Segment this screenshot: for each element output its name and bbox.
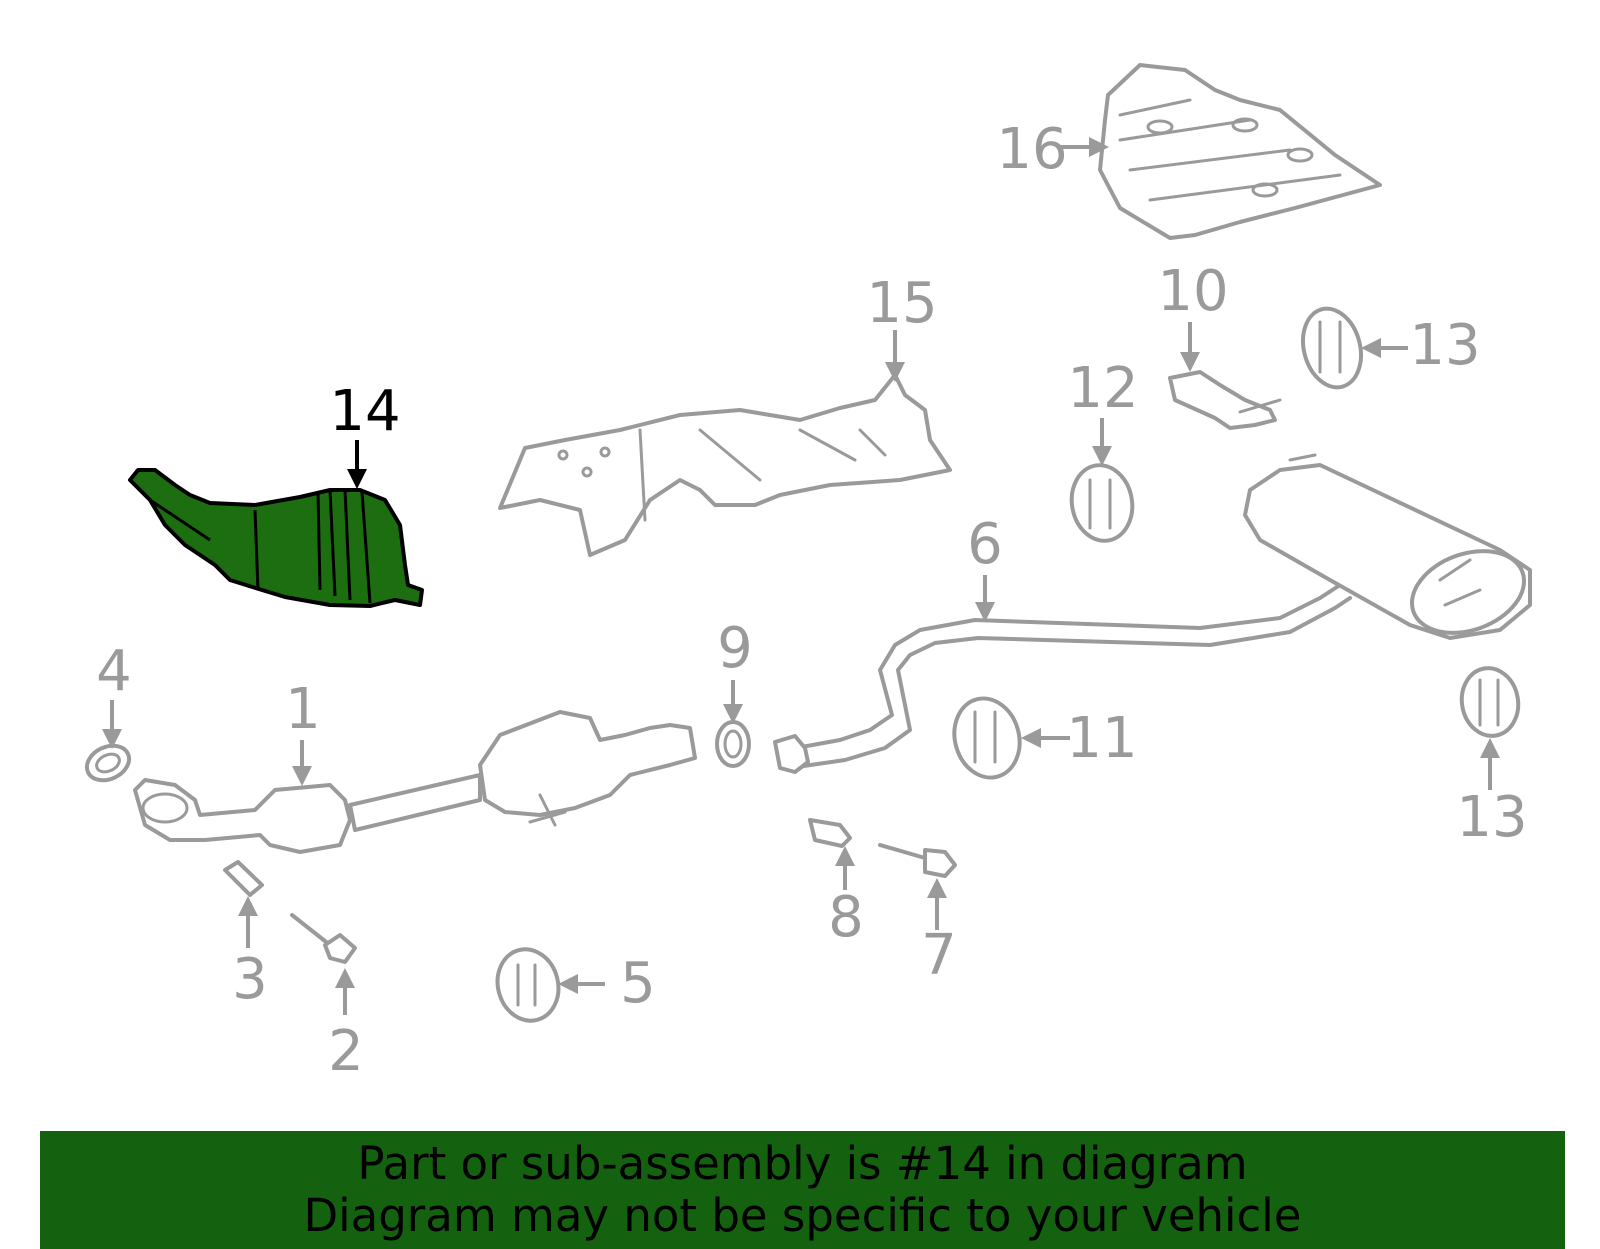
part-info-banner: Part or sub-assembly is #14 in diagram D… — [40, 1131, 1565, 1249]
heat-shield-part-14 — [128, 468, 424, 608]
callout-arrows — [102, 137, 1500, 1015]
callout-13-lower: 13 — [1456, 785, 1527, 850]
stud-3 — [223, 860, 264, 897]
banner-line-2: Diagram may not be specific to your vehi… — [303, 1189, 1302, 1242]
heat-shield-center — [498, 373, 952, 557]
front-pipe-converter — [133, 710, 697, 854]
callout-16: 16 — [996, 117, 1067, 182]
callout-9: 9 — [717, 616, 753, 681]
callout-10: 10 — [1157, 259, 1228, 324]
callout-4: 4 — [96, 639, 132, 704]
callout-13-upper: 13 — [1409, 313, 1480, 378]
callout-11: 11 — [1066, 706, 1137, 771]
callout-14: 14 — [329, 379, 400, 444]
callout-15: 15 — [866, 271, 937, 336]
callout-8: 8 — [828, 885, 864, 950]
bracket-10 — [1168, 370, 1282, 430]
banner-line-1: Part or sub-assembly is #14 in diagram — [357, 1137, 1248, 1190]
bolt-2 — [290, 913, 357, 964]
callout-5: 5 — [620, 951, 656, 1016]
stud-8 — [808, 818, 852, 848]
hanger-13-lower — [1459, 666, 1521, 738]
callout-12: 12 — [1067, 356, 1138, 421]
tail-pipe-muffler — [773, 453, 1532, 774]
hanger-5 — [495, 947, 561, 1023]
callout-3: 3 — [232, 947, 268, 1012]
callout-7: 7 — [921, 923, 957, 988]
callout-1: 1 — [285, 677, 321, 742]
bolt-7 — [878, 843, 957, 878]
hanger-12 — [1069, 463, 1135, 543]
heat-shield-rear — [1098, 63, 1382, 240]
callout-2: 2 — [328, 1019, 364, 1084]
hanger-11 — [952, 696, 1022, 780]
callout-6: 6 — [967, 512, 1003, 577]
gasket-4 — [84, 743, 132, 783]
hanger-13-upper — [1301, 306, 1363, 390]
gasket-9 — [715, 720, 751, 768]
